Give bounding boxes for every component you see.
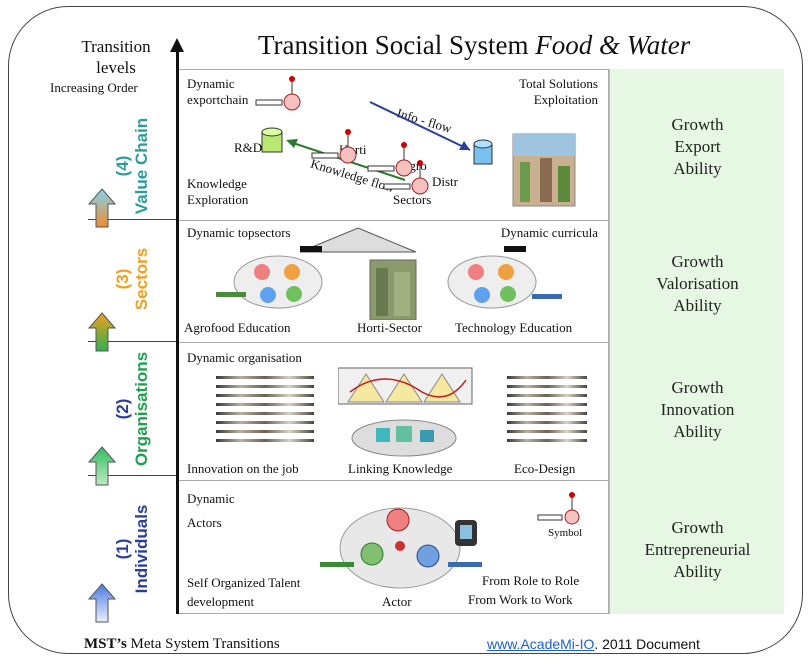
- ability-line: Growth: [671, 252, 724, 271]
- content-grid: [179, 69, 784, 614]
- linking-knowledge-label: Linking Knowledge: [348, 461, 453, 476]
- actor-diagram: [320, 492, 580, 589]
- ability-line: Innovation: [660, 400, 735, 419]
- left-ring-cluster: [216, 255, 323, 309]
- symbol-label: Symbol: [548, 527, 583, 539]
- knowledge-exploration-label: Knowledge Exploration: [187, 176, 249, 207]
- footer-mst-bold: MST’s: [84, 636, 127, 652]
- level-2-up-arrow: [88, 446, 116, 486]
- sectors-label: Sectors: [393, 192, 432, 207]
- total-solutions-label: Total Solutions Exploitation: [519, 76, 598, 107]
- level-2-label: (2) Organisations: [113, 344, 151, 474]
- ability-column: Growth Export Ability Growth Valorisatio…: [609, 69, 784, 614]
- ability-line: Ability: [673, 422, 722, 441]
- transition-levels-label: Transition levels: [81, 37, 151, 77]
- technology-education-label: Technology Education: [455, 320, 573, 335]
- eco-design-image: [507, 376, 587, 448]
- exportchain-symbol: [255, 76, 301, 111]
- left-block: [300, 246, 322, 252]
- agrofood-education-label: Agrofood Education: [184, 320, 291, 335]
- level-1-up-arrow: [88, 583, 116, 623]
- level-2-name: Organisations: [132, 351, 151, 467]
- row-divider: [179, 480, 784, 481]
- sectors-diagram: [216, 227, 562, 320]
- ability-line: Growth: [671, 378, 724, 397]
- footer-mst-rest: Meta System Transitions: [126, 636, 280, 652]
- level-3-number: (3): [113, 268, 132, 290]
- dynamic-exportchain-label: Dynamic exportchain: [187, 76, 249, 107]
- level-tick: [88, 475, 176, 476]
- work-to-work-label: From Work to Work: [468, 592, 573, 607]
- ability-export: Growth Export Ability: [610, 114, 785, 180]
- horti-symbol: [311, 129, 357, 164]
- level-4-number: (4): [113, 155, 132, 177]
- title-prefix: Transition Social System: [258, 30, 536, 60]
- ability-line: Valorisation: [656, 274, 739, 293]
- info-flow-arrow: [369, 101, 471, 151]
- info-flow-arrowhead: [459, 141, 470, 150]
- level-tick: [88, 219, 176, 220]
- ability-innovation: Growth Innovation Ability: [610, 377, 785, 443]
- level-4-up-arrow: [88, 188, 116, 228]
- level-1-name: Individuals: [132, 504, 151, 594]
- ability-line: Growth: [671, 115, 724, 134]
- level-2-number: (2): [113, 398, 132, 420]
- ability-line: Growth: [671, 518, 724, 537]
- ability-line: Ability: [673, 296, 722, 315]
- level-1-number: (1): [113, 538, 132, 560]
- dynamic-topsectors-label: Dynamic topsectors: [187, 225, 291, 240]
- level-3-label: (3) Sectors: [113, 214, 151, 344]
- academi-io-link[interactable]: www.AcadeMi-IO: [487, 636, 595, 652]
- right-ring-cluster: [447, 255, 562, 309]
- horti-sector-label: Horti-Sector: [357, 320, 422, 335]
- footer-document-rest: . 2011 Document: [594, 636, 700, 652]
- innovation-image: [216, 376, 314, 448]
- ability-entrepreneurial: Growth Entrepreneurial Ability: [610, 517, 785, 583]
- value-chain-diagram: [255, 76, 576, 207]
- ability-line: Entrepreneurial: [644, 540, 751, 559]
- level-4-label: (4) Value Chain: [113, 101, 151, 231]
- eco-design-label: Eco-Design: [514, 461, 576, 476]
- ability-line: Ability: [673, 159, 722, 178]
- talent-development-label: Self Organized Talent development: [187, 575, 301, 609]
- knowledge-flow-arrowhead: [286, 139, 298, 148]
- level-1-label: (1) Individuals: [113, 484, 151, 614]
- distr-label: Distr: [432, 174, 458, 189]
- level-tick: [88, 341, 176, 342]
- level-3-name: Sectors: [132, 247, 151, 311]
- ability-valorisation: Growth Valorisation Ability: [610, 251, 785, 317]
- page-title: Transition Social System Food & Water: [258, 30, 690, 61]
- sectors-roof: [299, 227, 417, 253]
- symbol-icon: [537, 492, 580, 525]
- footer-document: www.AcadeMi-IO. 2011 Document: [487, 636, 700, 652]
- role-to-role-label: From Role to Role: [482, 573, 580, 588]
- footer-mst: MST’s Meta System Transitions: [84, 636, 280, 653]
- level-4-name: Value Chain: [132, 117, 151, 215]
- innovation-on-the-job-label: Innovation on the job: [187, 461, 299, 476]
- dynamic-actors-label: Dynamic Actors: [187, 491, 235, 530]
- ability-line: Export: [674, 137, 721, 156]
- vertical-axis: [176, 50, 179, 614]
- right-block: [504, 246, 526, 252]
- rounded-frame: [8, 6, 803, 654]
- row-divider: [179, 342, 784, 343]
- distr-symbol: [383, 160, 429, 195]
- dynamic-curricula-label: Dynamic curricula: [500, 225, 598, 240]
- increasing-order-label: Increasing Order: [50, 80, 138, 95]
- ability-line: Ability: [673, 562, 722, 581]
- axis-arrowhead: [170, 38, 184, 52]
- title-italic: Food & Water: [535, 30, 691, 60]
- actor-label: Actor: [382, 594, 412, 609]
- dynamic-organisation-label: Dynamic organisation: [187, 350, 302, 365]
- agro-symbol: [367, 142, 413, 177]
- rd-label: R&D: [234, 140, 263, 155]
- level-3-up-arrow: [88, 312, 116, 352]
- row-divider: [179, 220, 784, 221]
- linking-knowledge-diagram: [338, 367, 473, 457]
